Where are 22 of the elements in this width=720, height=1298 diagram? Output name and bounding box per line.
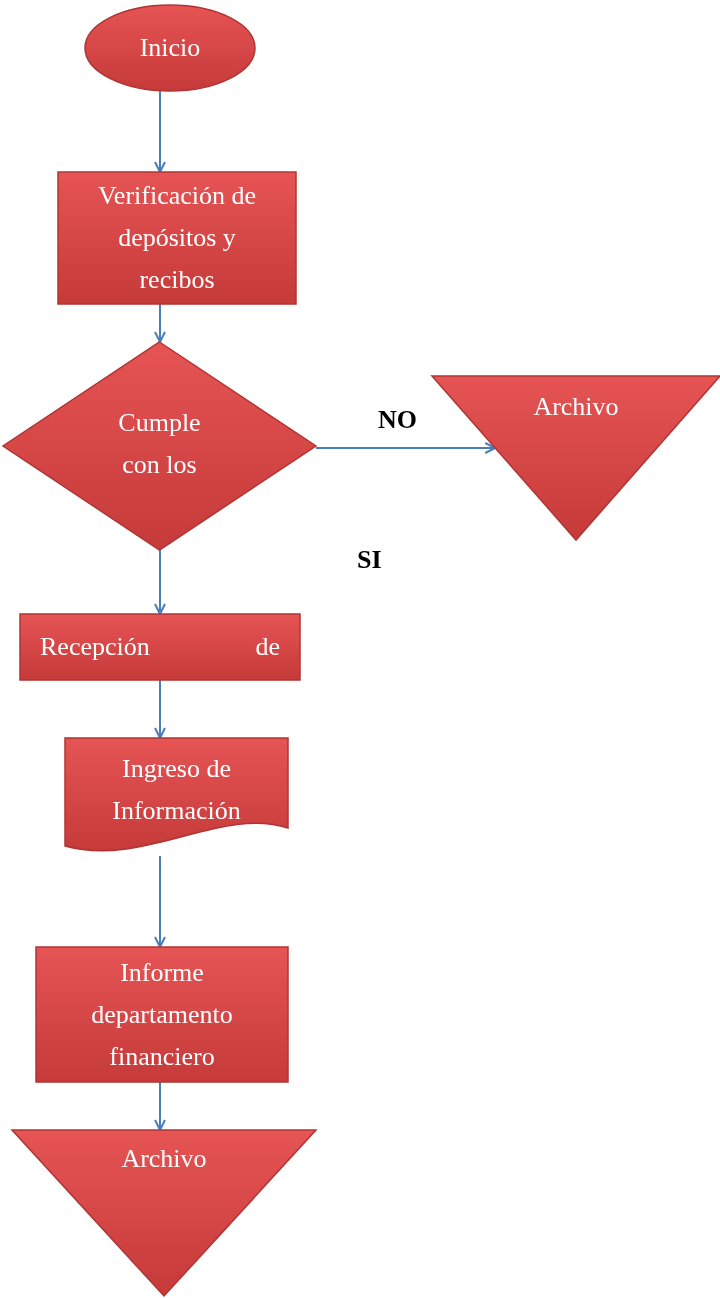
arrow bbox=[154, 90, 166, 173]
node-text: Verificación de depósitos y recibos bbox=[96, 180, 258, 296]
arrow bbox=[154, 1081, 166, 1131]
archive-triangle bbox=[12, 1130, 316, 1296]
node-text: Cumple con los bbox=[117, 407, 202, 481]
node-text: Inicio bbox=[138, 32, 202, 64]
node-text: Archivo bbox=[120, 1143, 208, 1175]
process-box bbox=[36, 947, 288, 1082]
node-text: Informe departamento financiero bbox=[90, 956, 234, 1073]
node-text: Archivo bbox=[532, 391, 620, 423]
arrow bbox=[315, 442, 497, 454]
archive-triangle bbox=[432, 376, 720, 540]
arrow bbox=[154, 303, 166, 343]
process-box bbox=[58, 172, 296, 304]
arrow bbox=[154, 549, 166, 615]
node-text: Ingreso de Información bbox=[111, 753, 242, 827]
arrow bbox=[154, 855, 166, 948]
process-box bbox=[20, 614, 300, 680]
start-ellipse bbox=[85, 5, 255, 91]
decision-diamond bbox=[3, 342, 316, 550]
arrow bbox=[154, 679, 166, 739]
node-text: Recepción de bbox=[40, 631, 280, 663]
